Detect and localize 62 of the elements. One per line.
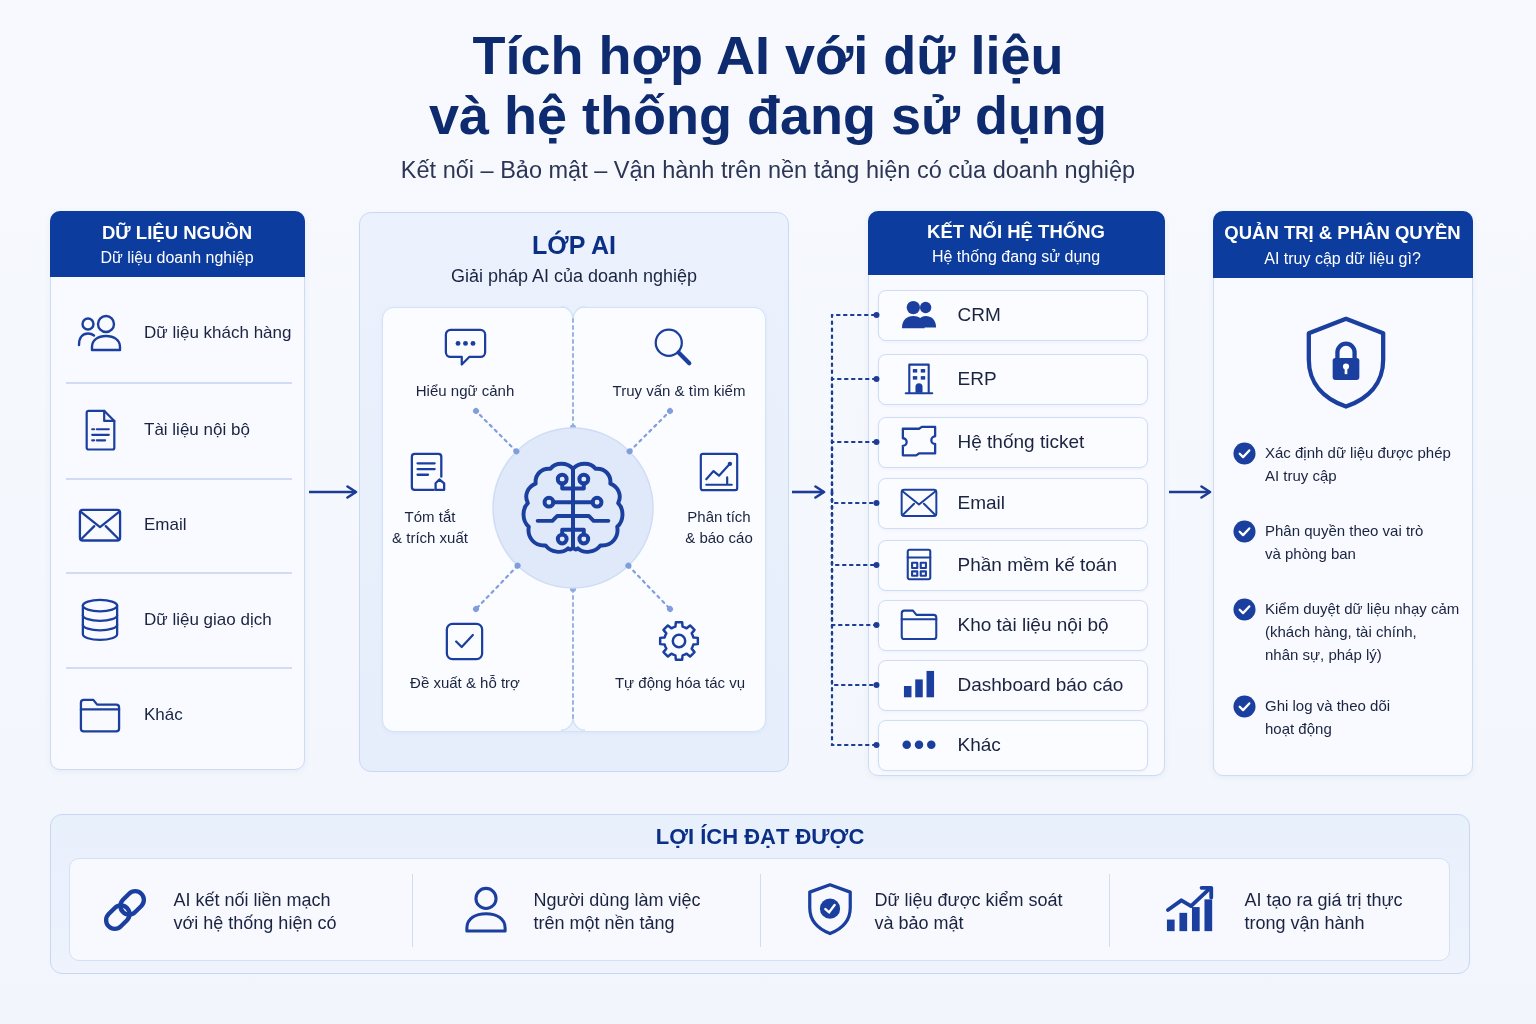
checklist-text: Phân quyền theo vai trò và phòng ban [1265, 520, 1424, 564]
feature-card [381, 306, 766, 732]
system-item [877, 353, 1148, 405]
system-label: Email [957, 490, 1005, 515]
benefit-text: Dữ liệu được kiểm soát và bảo mật [874, 888, 1063, 935]
systems-panel [868, 211, 1165, 776]
arrow [309, 485, 358, 499]
source-label: Email [144, 514, 187, 536]
subtitle: Kết nối – Bảo mật – Vận hành trên nền tảng hiện có của doanh nghiệp [400, 156, 1136, 184]
source-panel [50, 211, 305, 770]
system-item [877, 719, 1148, 771]
panel-subheading: Giải pháp AI của doanh nghiệp [450, 265, 698, 287]
page-title: Tích hợp AI với dữ liệu và hệ thống đang sử dụng [428, 25, 1108, 145]
feature-label: Tóm tắt & trích xuất [392, 507, 468, 548]
governance-panel [1213, 211, 1473, 776]
dotted-connector [473, 408, 520, 455]
system-label: Hệ thống ticket [957, 429, 1085, 454]
system-item [877, 539, 1148, 591]
checklist-text: Ghi log và theo dõi hoạt động [1265, 695, 1391, 739]
feature-label: Hiểu ngữ cảnh [415, 381, 515, 401]
section-heading: LỢI ÍCH ĐẠT ĐƯỢC [655, 824, 865, 850]
system-label: Phần mềm kế toán [957, 552, 1117, 577]
benefits-card [68, 857, 1450, 961]
source-label: Dữ liệu giao dịch [144, 609, 272, 631]
system-label: Dashboard báo cáo [957, 672, 1124, 697]
dotted-connector [830, 439, 880, 494]
panel-subheading: Hệ thống đang sử dụng [931, 246, 1101, 267]
panel-heading: DỮ LIỆU NGUỒN [102, 221, 252, 244]
panel-heading: KẾT NỐI HỆ THỐNG [927, 220, 1105, 243]
benefit-text: Người dùng làm việc trên một nền tảng [533, 888, 701, 935]
panel-subheading: Dữ liệu doanh nghiệp [100, 247, 254, 268]
system-label: CRM [957, 302, 1001, 327]
arrow [792, 485, 826, 499]
dotted-connector [830, 490, 880, 748]
system-item [877, 477, 1148, 529]
feature-label: Tự động hóa tác vụ [614, 673, 746, 693]
benefit-text: AI kết nối liền mạch với hệ thống hiện có [173, 888, 337, 935]
dotted-connector [626, 408, 673, 455]
benefits-panel [50, 814, 1470, 974]
feature-label: Truy vấn & tìm kiếm [612, 381, 746, 401]
system-item [877, 289, 1148, 341]
system-label: ERP [957, 366, 997, 391]
checklist-text: Xác định dữ liệu được phép AI truy cập [1265, 442, 1451, 486]
feature-label: Phân tích & báo cáo [685, 507, 753, 548]
panel-heading: QUẢN TRỊ & PHÂN QUYỀN [1224, 221, 1461, 244]
source-label: Dữ liệu khách hàng [144, 322, 292, 344]
system-item [877, 659, 1148, 711]
system-item [877, 416, 1148, 468]
arrow [1169, 485, 1212, 499]
system-label: Kho tài liệu nội bộ [957, 612, 1109, 637]
feature-label: Đề xuất & hỗ trợ [410, 673, 520, 693]
panel-subheading: AI truy cập dữ liệu gì? [1264, 248, 1421, 269]
benefit-text: AI tạo ra giá trị thực trong vận hành [1244, 888, 1403, 935]
dotted-connector [473, 562, 521, 612]
system-label: Khác [957, 732, 1001, 757]
system-item [877, 599, 1148, 651]
checklist-text: Kiểm duyệt dữ liệu nhạy cảm (khách hàng, tài chính, nhân sự, pháp lý) [1265, 598, 1460, 665]
ai-layer-panel [359, 212, 789, 772]
dotted-connector [625, 562, 673, 612]
panel-heading: LỚP AI [532, 230, 616, 260]
source-label: Tài liệu nội bộ [144, 419, 250, 441]
source-label: Khác [144, 704, 183, 726]
